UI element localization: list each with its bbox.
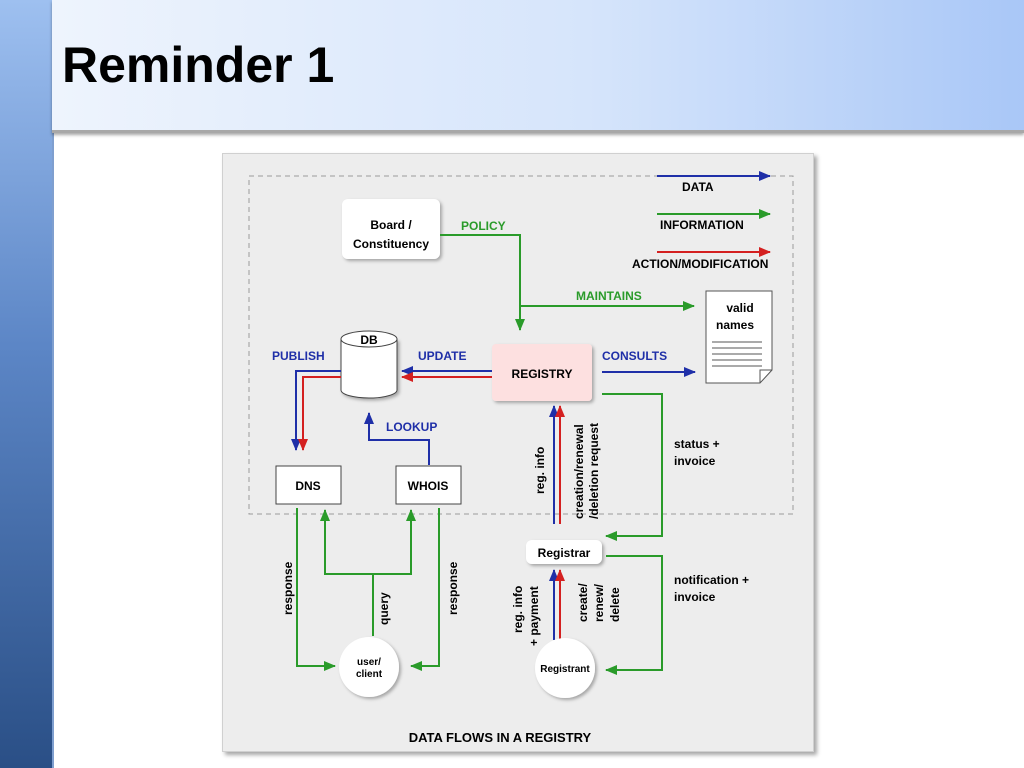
registrar-node: Registrar	[526, 540, 602, 564]
valid-names-document: valid names	[705, 290, 773, 384]
dns-label: DNS	[295, 479, 320, 493]
diagram-caption: DATA FLOWS IN A REGISTRY	[409, 730, 592, 745]
reg-info-payment-label-1: reg. info	[511, 586, 525, 633]
status-label-1: status +	[674, 437, 720, 451]
title-band	[52, 0, 1024, 133]
policy-arrow	[440, 234, 525, 331]
query-dns-arrow	[320, 509, 374, 636]
consults-label: CONSULTS	[602, 349, 667, 363]
creation-label-1: creation/renewal	[572, 424, 586, 519]
whois-node: WHOIS	[395, 465, 462, 505]
policy-label: POLICY	[461, 219, 506, 233]
registry-label: REGISTRY	[512, 367, 573, 381]
creation-label-2: /deletion request	[587, 423, 601, 519]
response-left-arrow	[296, 508, 336, 671]
publish-action-arrow	[298, 376, 341, 451]
create-label-1: create/	[576, 583, 590, 622]
response-right-arrow	[410, 508, 440, 671]
registrant-label: Registrant	[540, 664, 590, 675]
dns-node: DNS	[275, 465, 342, 505]
valid-names-label-2: names	[716, 318, 754, 332]
slide-title: Reminder 1	[62, 37, 335, 93]
lookup-label: LOOKUP	[386, 420, 437, 434]
lookup-arrow	[364, 412, 430, 465]
legend-information-label: INFORMATION	[660, 218, 744, 232]
registry-boundary	[248, 175, 794, 515]
legend: DATA INFORMATION ACTION/MODIFICATION	[632, 171, 771, 271]
notification-invoice-arrow	[605, 555, 663, 675]
db-cylinder: DB	[340, 330, 398, 399]
publish-label: PUBLISH	[272, 349, 325, 363]
side-bar	[0, 0, 54, 768]
status-invoice-arrow	[602, 393, 663, 541]
valid-names-label-1: valid	[726, 301, 753, 315]
whois-label: WHOIS	[408, 479, 449, 493]
registrar-label: Registrar	[538, 546, 591, 560]
status-label-2: invoice	[674, 454, 716, 468]
publish-data-arrow	[291, 370, 341, 451]
query-label: query	[377, 592, 391, 625]
board-label-2: Constituency	[353, 237, 429, 251]
response-right-label: response	[446, 561, 460, 615]
db-label: DB	[360, 333, 378, 347]
update-label: UPDATE	[418, 349, 466, 363]
create-label-2: renew/	[592, 583, 606, 622]
registry-node: REGISTRY	[492, 344, 592, 401]
reg-info-payment-label-2: + payment	[527, 586, 541, 646]
maintains-label: MAINTAINS	[576, 289, 642, 303]
reg-info-label: reg. info	[533, 447, 547, 494]
legend-action-label: ACTION/MODIFICATION	[632, 257, 768, 271]
notification-label-2: invoice	[674, 590, 716, 604]
legend-data-label: DATA	[682, 180, 714, 194]
response-left-label: response	[281, 561, 295, 615]
registrant-node: Registrant	[535, 638, 595, 698]
board-node: Board / Constituency	[342, 199, 440, 259]
create-label-3: delete	[608, 587, 622, 622]
notification-label-1: notification +	[674, 573, 749, 587]
query-whois-arrow	[373, 509, 416, 575]
user-client-label-2: client	[356, 669, 383, 680]
user-client-label-1: user/	[357, 657, 381, 668]
board-label-1: Board /	[370, 218, 412, 232]
user-client-node: user/ client	[339, 637, 399, 697]
